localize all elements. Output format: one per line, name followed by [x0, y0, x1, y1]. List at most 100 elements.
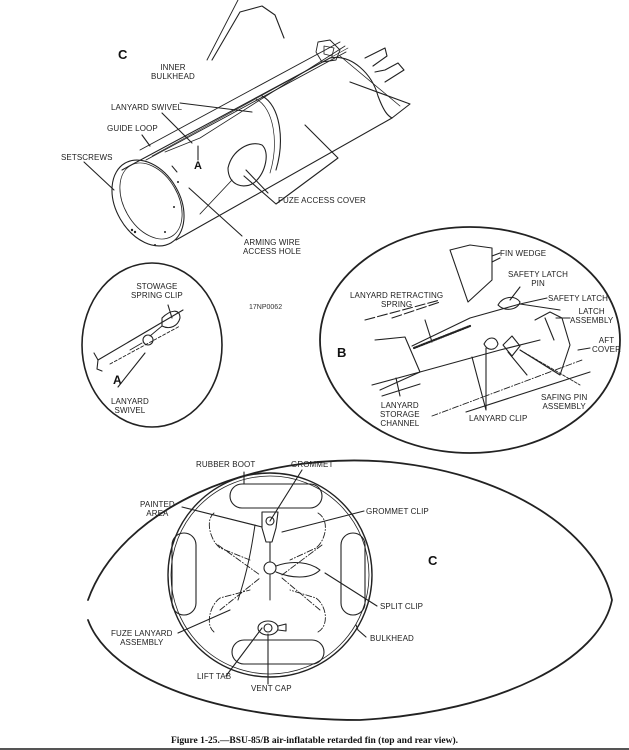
label-setscrews: SETSCREWS: [61, 153, 113, 162]
view-letter-c-top: C: [118, 47, 128, 62]
label-line: BULKHEAD: [151, 72, 195, 81]
leader-painted-area: [181, 506, 263, 528]
label-line: AREA: [146, 509, 169, 518]
drawing-code: 17NP0062: [249, 304, 283, 311]
label-line: CHANNEL: [380, 419, 420, 428]
grommet: [265, 516, 275, 526]
rear-view: [87, 459, 613, 721]
view-letter-b: B: [337, 345, 347, 360]
label-line: LANYARD RETRACTING: [350, 291, 444, 300]
leader-fuze-lanyard: [177, 609, 231, 634]
detail-b-view: [319, 226, 621, 454]
label-line: SAFETY LATCH: [508, 270, 569, 279]
label-line: STOWAGE: [136, 282, 178, 291]
label-painted-area: PAINTED AREA: [140, 500, 175, 518]
label-safing-pin-assembly: SAFING PIN ASSEMBLY: [541, 393, 587, 411]
label-arming-wire-access-hole: ARMING WIRE ACCESS HOLE: [243, 238, 301, 256]
fuze-access-cover: [227, 143, 267, 187]
label-line: SPRING CLIP: [131, 291, 183, 300]
leader-lift-tab: [225, 627, 263, 677]
label-grommet-clip: GROMMET CLIP: [366, 507, 429, 516]
label-fin-wedge: FIN WEDGE: [500, 249, 547, 258]
fin-panel: [211, 5, 285, 61]
view-letter-a: A: [113, 373, 122, 387]
leader-fin-wedge: [491, 252, 501, 257]
label-safety-latch-pin: SAFETY LATCH PIN: [508, 270, 568, 288]
label-stowage-spring-clip: STOWAGE SPRING CLIP: [131, 282, 183, 300]
label-fuze-access-cover: FUZE ACCESS COVER: [278, 196, 366, 205]
label-bulkhead: BULKHEAD: [370, 634, 414, 643]
leader-guide-loop: [141, 134, 151, 147]
label-line: AFT: [598, 336, 615, 345]
label-line: FUZE LANYARD: [111, 629, 173, 638]
leader-safety-latch-pin: [509, 286, 521, 301]
label-lanyard-retracting-spring: LANYARD RETRACTING SPRING: [350, 291, 443, 309]
label-line: STORAGE: [380, 410, 420, 419]
detail-a-border: [81, 262, 223, 428]
leader-inner-bulkhead: [179, 102, 253, 113]
rubber-boot-bottom: [231, 639, 325, 665]
leader-lanyard-clip: [471, 347, 487, 411]
lanyard-retracting-spring: [412, 324, 472, 350]
label-line: ARMING WIRE: [243, 238, 301, 247]
label-rubber-boot: RUBBER BOOT: [196, 460, 256, 469]
label-line: LANYARD: [111, 397, 149, 406]
safing-pin-assembly: [502, 335, 521, 357]
label-inner-bulkhead: INNER BULKHEAD: [151, 63, 195, 81]
figure-caption: Figure 1-25.—BSU-85/B air-inflatable ret…: [170, 736, 459, 746]
label-latch-assembly: LATCH ASSEMBLY: [570, 307, 613, 325]
lanyard-clip: [483, 337, 499, 350]
label-grommet: GROMMET: [291, 460, 334, 469]
stowage-spring-clip: [161, 310, 181, 329]
label-line: PIN: [531, 279, 545, 288]
label-line: SPRING: [380, 300, 413, 309]
label-line: SWIVEL: [114, 406, 146, 415]
label-lift-tab: LIFT TAB: [197, 672, 232, 681]
detail-marker-a: A: [194, 160, 202, 172]
view-letter-c-rear: C: [428, 553, 438, 568]
label-safety-latch: SAFETY LATCH: [548, 294, 609, 303]
fin-body-top-view: [83, 0, 411, 247]
label-line: SAFING PIN: [541, 393, 588, 402]
bottom-rule: [0, 748, 629, 750]
fin-body-outline: [121, 57, 393, 241]
label-line: LATCH: [578, 307, 605, 316]
leader-grommet: [269, 469, 303, 522]
leader-arming-wire: [188, 187, 243, 237]
leader-safing-pin: [507, 351, 528, 376]
label-line: COVER: [592, 345, 621, 354]
leader-split-clip: [324, 572, 378, 607]
rubber-boot-left: [171, 532, 197, 616]
leader-storage-channel: [395, 377, 401, 397]
safety-latch: [497, 296, 521, 310]
vent-cap: [257, 620, 279, 636]
fin-panel: [349, 81, 411, 119]
lanyard-swivel: [142, 334, 154, 346]
label-lanyard-storage-channel: LANYARD STORAGE CHANNEL: [380, 401, 420, 428]
painted-area: [208, 512, 251, 561]
label-guide-loop: GUIDE LOOP: [107, 124, 158, 133]
grommet-clip: [261, 511, 279, 543]
leader-retracting-spring: [424, 319, 433, 343]
front-ring: [111, 159, 185, 247]
label-line: ASSEMBLY: [542, 402, 586, 411]
label-vent-cap: VENT CAP: [251, 684, 292, 693]
label-line: ASSEMBLY: [570, 316, 614, 325]
fin-panel: [243, 124, 339, 205]
leader-aft-cover: [577, 347, 591, 351]
label-line: ACCESS HOLE: [243, 247, 302, 256]
leader-fuze-access-cover: [245, 169, 269, 194]
rubber-boot-right: [340, 532, 366, 616]
label-aft-cover: AFT COVER: [592, 336, 621, 354]
label-fuze-lanyard-assembly: FUZE LANYARD ASSEMBLY: [111, 629, 173, 647]
bulkhead: [167, 472, 373, 678]
leader-safety-latch: [519, 297, 548, 305]
fin-wedge: [449, 244, 493, 303]
leader-setscrews: [83, 161, 115, 191]
label-lanyard-swivel: LANYARD SWIVEL: [111, 103, 183, 112]
split-clip: [275, 561, 321, 578]
label-line: INNER: [160, 63, 186, 72]
leader-grommet-clip: [281, 510, 365, 533]
detail-b-border: [319, 226, 621, 454]
